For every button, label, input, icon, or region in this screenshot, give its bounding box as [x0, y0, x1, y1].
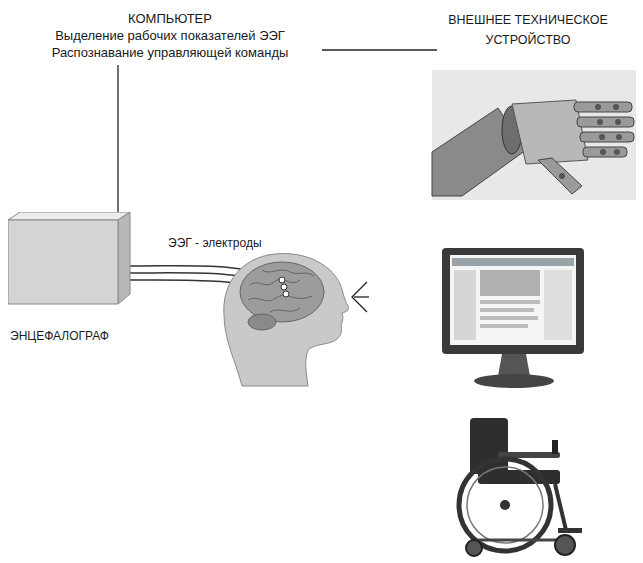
- monitor: [442, 248, 584, 388]
- drive-wheel: [459, 459, 551, 551]
- backrest: [470, 418, 508, 474]
- monitor-frame: [442, 248, 584, 354]
- wheel-hub: [500, 500, 510, 510]
- head-silhouette: [224, 254, 349, 386]
- caster-wheel: [466, 540, 482, 556]
- joint: [613, 104, 619, 110]
- base-frame: [478, 539, 565, 542]
- box-side: [118, 212, 130, 304]
- box-front: [8, 220, 118, 304]
- brain-fold: [262, 270, 314, 276]
- joint: [597, 119, 603, 125]
- brain-fold: [250, 279, 300, 285]
- photo-ground: [432, 70, 636, 200]
- monitor-screen: [450, 255, 576, 345]
- screen-bar: [452, 258, 574, 266]
- wheelchair: [459, 418, 582, 556]
- device-heading: ВНЕШНЕЕ ТЕХНИЧЕСКОЕ УСТРОЙСТВО: [437, 8, 619, 52]
- screen-block: [480, 270, 540, 296]
- joint: [595, 104, 601, 110]
- thumb: [538, 158, 582, 194]
- hand-rim: [467, 467, 543, 543]
- joint: [616, 134, 622, 140]
- box-top: [8, 212, 130, 220]
- finger: [583, 147, 627, 157]
- screen-line: [480, 300, 540, 304]
- leg-frame: [555, 484, 566, 530]
- node-heading: ВНЕШНЕЕ ТЕХНИЧЕСКОЕ УСТРОЙСТВО: [439, 10, 617, 50]
- joystick: [552, 440, 558, 454]
- brain-fold: [248, 295, 312, 300]
- joint: [615, 119, 621, 125]
- node-heading: ЭНЦЕФАЛОГРАФ: [10, 329, 136, 344]
- monitor-base: [474, 374, 554, 388]
- finger: [577, 117, 634, 127]
- finger: [580, 132, 634, 142]
- electrode: [281, 284, 287, 290]
- screen-line: [480, 316, 538, 320]
- connector-line: [117, 65, 118, 212]
- screen-line: [480, 308, 534, 312]
- seat: [478, 470, 560, 484]
- electrode: [283, 291, 289, 297]
- screen-line: [480, 324, 528, 328]
- node-heading: КОМПЬЮТЕР: [22, 10, 318, 27]
- joint: [614, 149, 620, 155]
- node-text: Распознавание управляющей команды: [22, 44, 318, 61]
- encephalograph-box: ЭНЦЕФАЛОГРАФ: [8, 212, 138, 346]
- signal-mark: [354, 296, 369, 297]
- brain-folds: [248, 270, 314, 312]
- joint: [559, 173, 565, 179]
- monitor-stand: [498, 354, 530, 376]
- brain-fold: [270, 308, 300, 312]
- screen-column: [544, 270, 572, 340]
- finger-joints: [559, 104, 622, 179]
- computer-block: КОМПЬЮТЕРВыделение рабочих показателей Э…: [18, 6, 322, 65]
- encephalograph-device: [8, 212, 138, 308]
- node-text: Выделение рабочих показателей ЭЭГ: [22, 27, 318, 44]
- screen-column: [454, 270, 476, 340]
- wire-label: ЭЭГ - электроды: [168, 236, 262, 251]
- electrode: [279, 277, 285, 283]
- head-figure: [224, 254, 369, 386]
- robotic-hand: [432, 70, 636, 200]
- joint: [599, 134, 605, 140]
- brain: [240, 262, 324, 322]
- footrest: [558, 528, 582, 533]
- caster-wheel: [555, 535, 575, 555]
- finger: [574, 102, 632, 112]
- cerebellum: [248, 314, 276, 330]
- connector-line: [322, 49, 437, 50]
- joint: [600, 149, 606, 155]
